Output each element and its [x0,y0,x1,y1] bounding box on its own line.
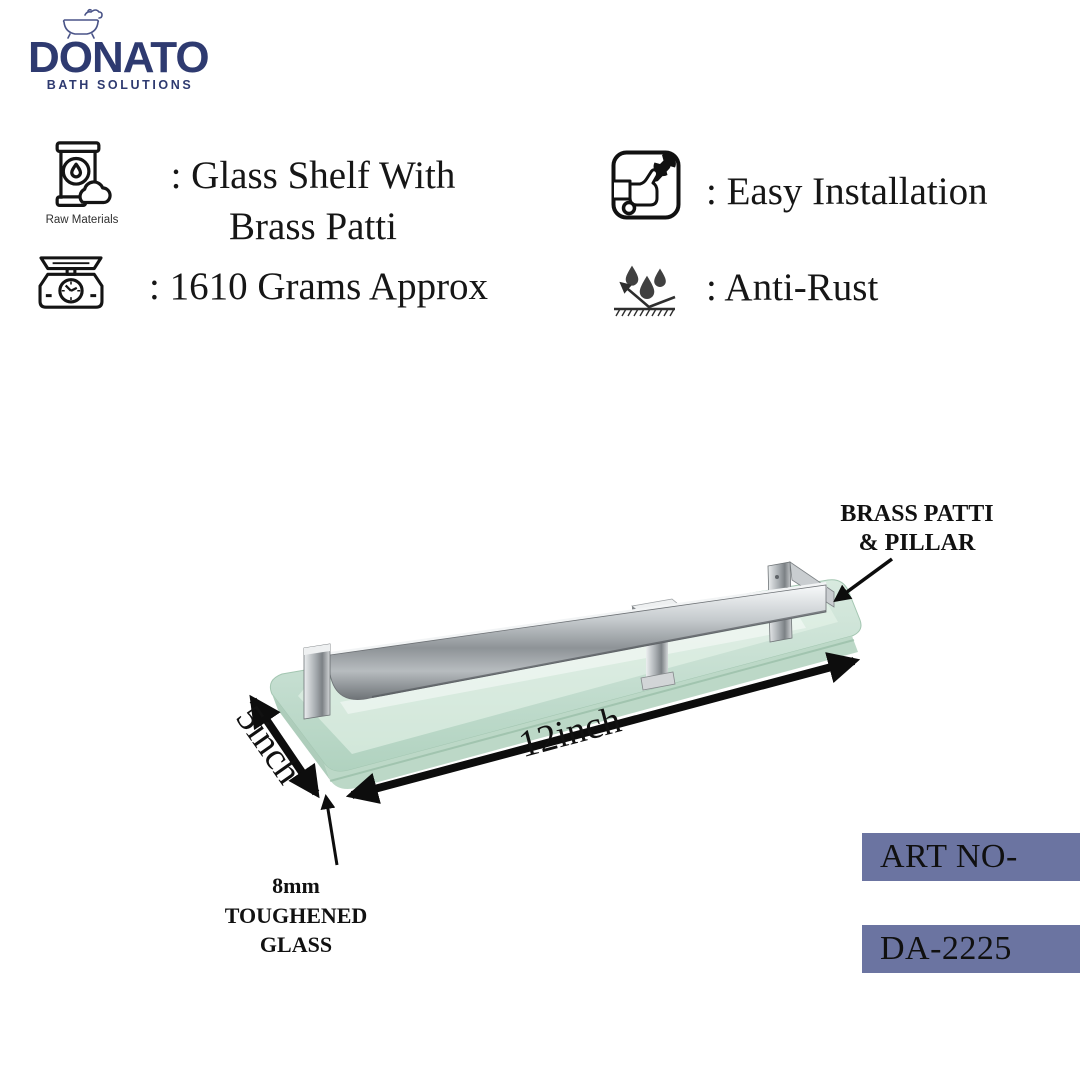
feature-weight-text: : 1610 Grams Approx [149,265,489,308]
width-arrow [345,652,861,804]
brand-logo: DONATO BATH SOLUTIONS [28,4,218,96]
raw-materials-icon [55,141,112,207]
feature-install-text: : Easy Installation [706,170,988,213]
raw-materials-caption: Raw Materials [45,214,119,226]
bathtub-icon [62,8,103,39]
depth-arrow [249,694,320,799]
glass-callout-line3: GLASS [260,932,332,957]
rail-callout-line1: BRASS PATTI [840,501,993,527]
art-no-value-box: DA-2225 [862,925,1080,973]
art-no-label-box: ART NO- [862,833,1080,881]
feature-shelf-line1: : Glass Shelf With [170,154,456,197]
glass-callout-line2: TOUGHENED [225,903,368,928]
rail-callout-arrow [833,557,894,603]
product-photo: 12inch 5inch BRASS PATTI & PILLAR 8mm TO… [225,501,994,957]
feature-shelf-line2: Brass Patti [229,205,397,248]
glass-callout-arrow [320,794,339,866]
anti-rust-icon [614,265,676,317]
rail-callout-line2: & PILLAR [859,530,976,556]
art-no-value: DA-2225 [880,930,1012,967]
easy-installation-icon [611,150,681,220]
art-no-label: ART NO- [880,838,1018,875]
glass-callout-line1: 8mm [272,873,320,898]
feature-shelf-text: : Glass Shelf With Brass Patti [148,150,478,252]
weight-scale-icon [38,256,104,309]
brand-name: DONATO [28,33,210,82]
brand-tagline: BATH SOLUTIONS [46,78,194,92]
feature-antirust-text: : Anti-Rust [706,266,879,309]
